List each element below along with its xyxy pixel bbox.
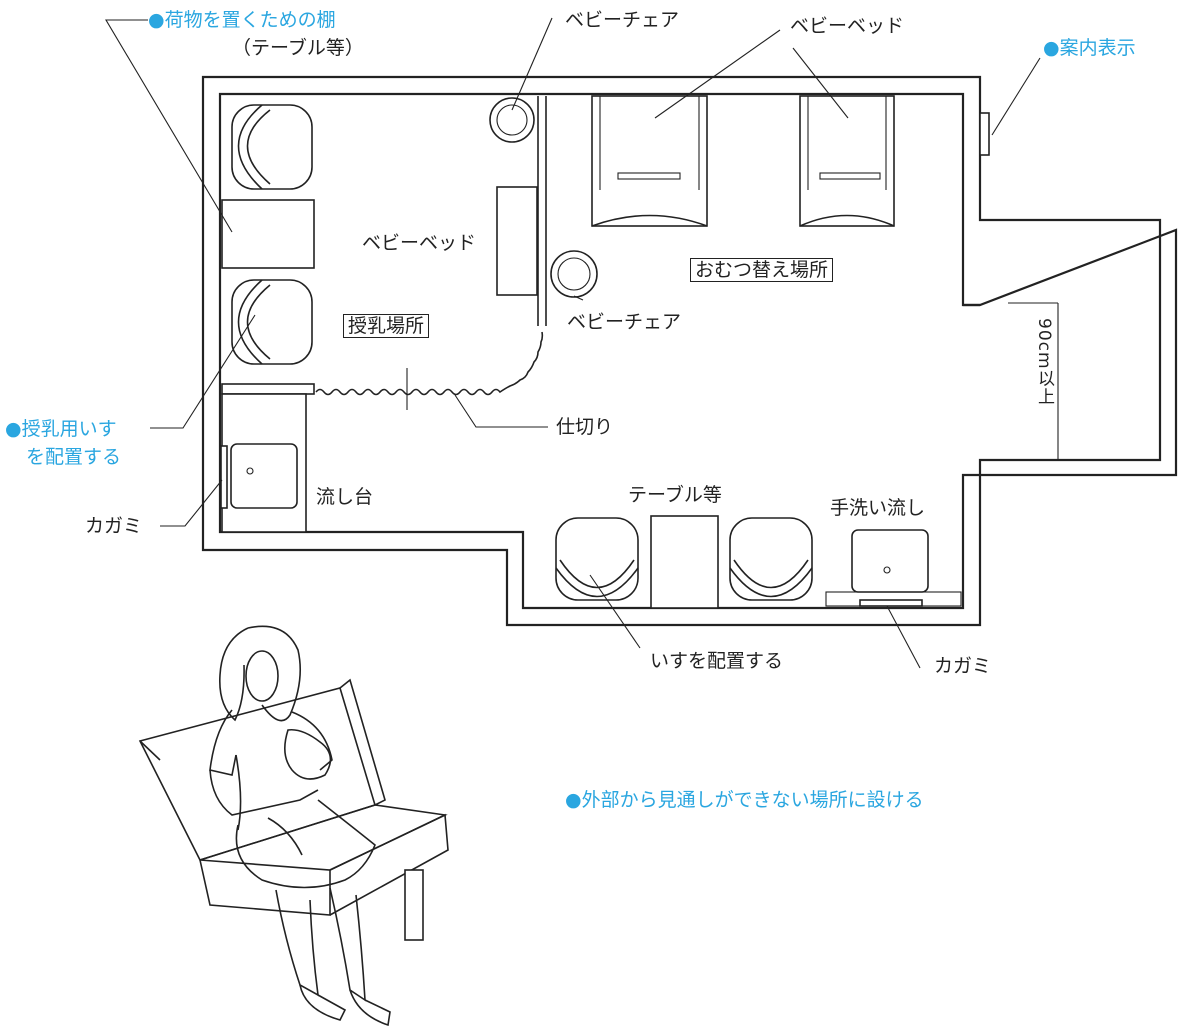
sink-label: 流し台 (316, 486, 374, 508)
mirror (859, 599, 923, 607)
baby-chair (550, 250, 598, 298)
hand-wash-sink (851, 529, 929, 593)
shelf-note-sub: （テーブル等） (232, 37, 364, 59)
nursing-area-label: 授乳場所 (343, 314, 430, 338)
room-outer-wall (201, 75, 1162, 627)
mirror-label-right: カガミ (934, 655, 992, 677)
shelf-note: ●荷物を置くための棚 (148, 9, 336, 31)
baby-chair (489, 97, 535, 143)
width-dimension-label: 90cm以上 (1034, 318, 1054, 406)
diaper-area-label: おむつ替え場所 (690, 258, 834, 282)
chairs-note: いすを配置する (650, 650, 784, 672)
curtain-partition (315, 331, 544, 396)
sink-basin (230, 443, 298, 509)
mirror-label-left: カガミ (85, 515, 143, 537)
mirror (220, 445, 228, 509)
table (650, 515, 719, 609)
baby-bed (591, 95, 708, 227)
mother-with-baby-illustration (209, 625, 391, 1027)
baby-bed (799, 95, 895, 227)
nursing-chair (231, 279, 313, 365)
visibility-note: ●外部から見通しができない場所に設ける (565, 789, 924, 811)
room-inner-wall (218, 92, 1178, 610)
baby-bed-label-left: ベビーベッド (362, 232, 477, 254)
baby-chair-label-mid: ベビーチェア (567, 311, 682, 333)
chair (555, 517, 639, 601)
sink-drain (246, 467, 254, 475)
counter (221, 383, 315, 395)
baby-bed-label-top: ベビーベッド (790, 15, 905, 37)
baby-bed-narrow (496, 186, 538, 296)
luggage-shelf (221, 199, 315, 269)
chair (729, 517, 813, 601)
baby-chair-label-top: ベビーチェア (565, 9, 680, 31)
nursing-chair-note-2: を配置する (26, 446, 122, 468)
leader-lines (105, 17, 1041, 669)
signage-plate (979, 112, 990, 156)
signage-note: ●案内表示 (1043, 37, 1136, 59)
table-label: テーブル等 (628, 484, 722, 506)
nursing-chair-note-1: ●授乳用いす (5, 418, 117, 440)
partition-label: 仕切り (556, 416, 614, 438)
nursing-chair (231, 104, 313, 190)
bench (138, 678, 449, 941)
hand-sink-label: 手洗い流し (830, 497, 926, 519)
hand-sink-drain (883, 566, 891, 574)
